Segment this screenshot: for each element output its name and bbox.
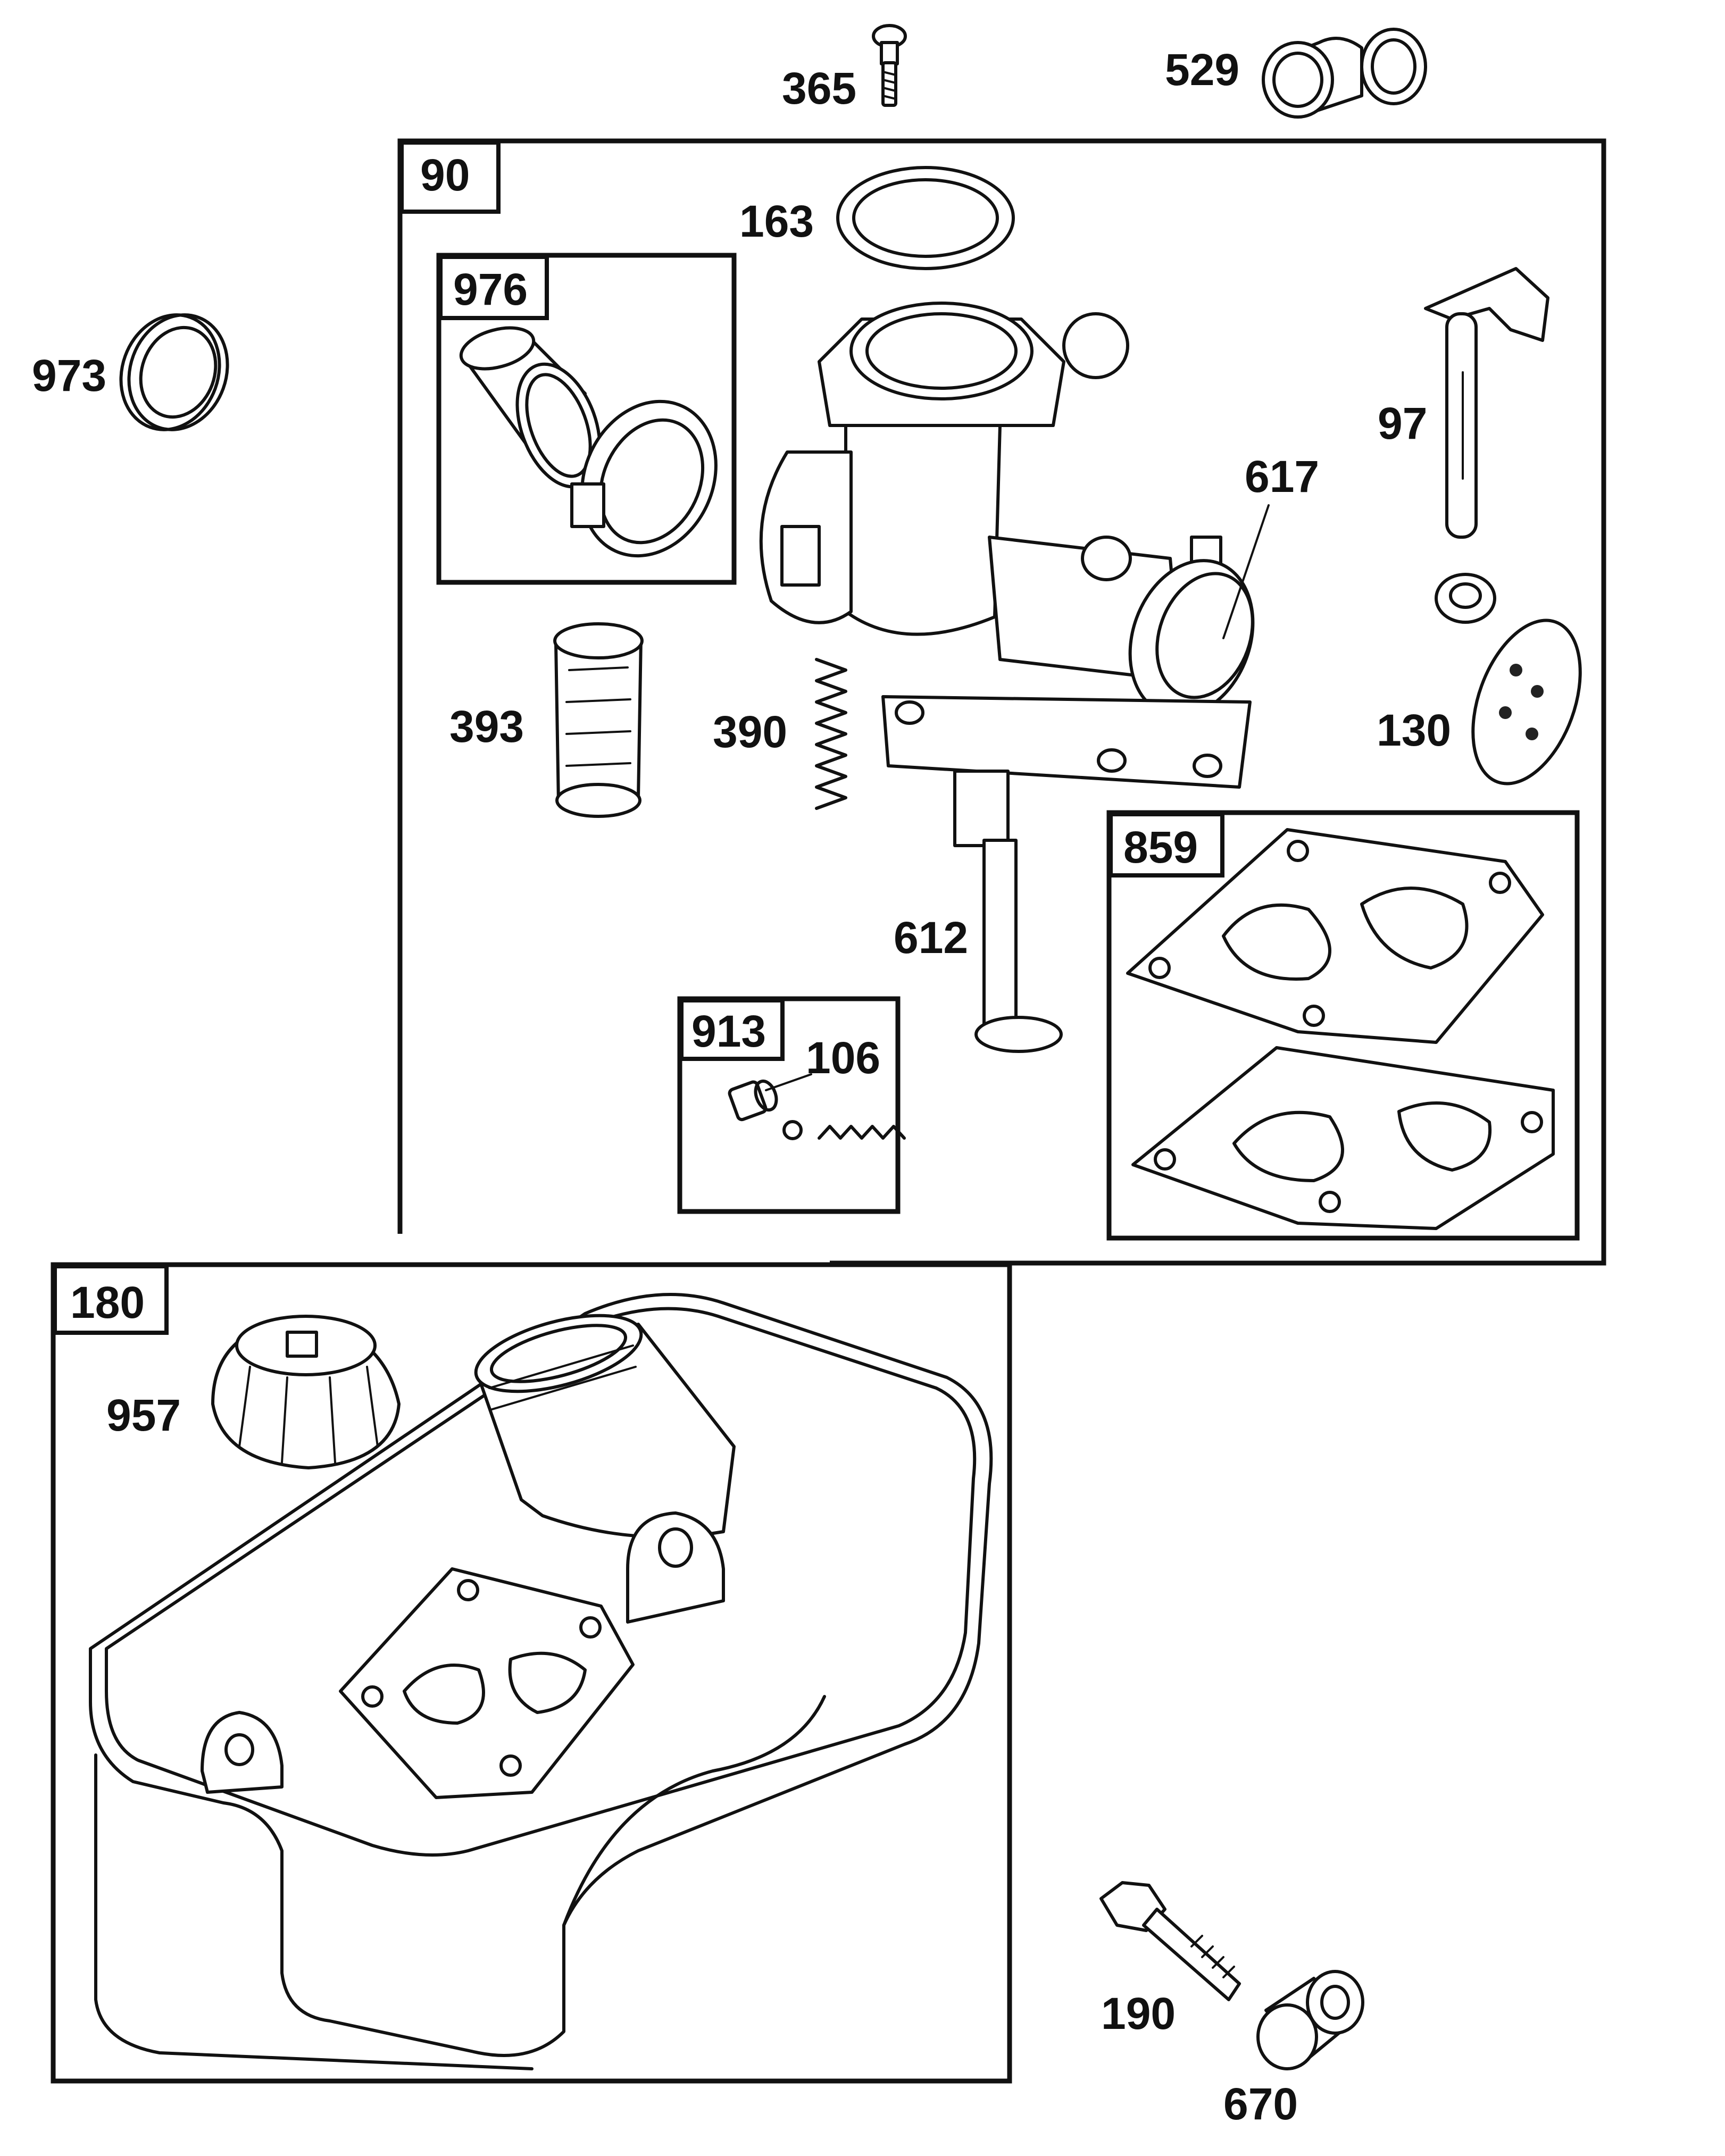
label-390: 390 [713, 707, 787, 757]
gasket-kit-frame: 859 [1106, 810, 1580, 1241]
tag-913: 913 [691, 1006, 766, 1056]
label-130: 130 [1377, 705, 1451, 755]
tag-976: 976 [453, 264, 528, 314]
throttle-shaft-97-icon [1424, 267, 1549, 539]
label-190: 190 [1101, 1988, 1176, 2038]
label-973: 973 [32, 350, 106, 400]
label-163: 163 [739, 196, 814, 246]
bolt-190-icon [1099, 1881, 1241, 2001]
fuel-tank-frame: 180 [51, 1262, 1012, 2084]
tag-90: 90 [420, 150, 470, 200]
gasket-lower-icon [1131, 1046, 1555, 1230]
leader-617 [1222, 504, 1270, 639]
spring-390-icon [815, 658, 847, 810]
carburetor-body-icon [759, 302, 1255, 1053]
label-957: 957 [106, 1390, 181, 1440]
tank-pump-plate-icon [339, 1567, 635, 1799]
tank-mount-lug-icon [201, 1511, 725, 1794]
intake-collar-icon [570, 399, 718, 558]
filter-393-icon [553, 622, 644, 818]
label-106: 106 [806, 1033, 880, 1083]
label-393: 393 [449, 701, 524, 751]
label-529: 529 [1165, 45, 1239, 95]
tag-180: 180 [70, 1277, 145, 1327]
carburetor-assembly-frame: 90 [397, 138, 1606, 1266]
screw-365-icon [872, 24, 907, 107]
gasket-upper-icon [1126, 828, 1544, 1044]
label-612: 612 [894, 913, 968, 963]
shaft-seal-icon [1435, 573, 1496, 624]
tag-859: 859 [1123, 822, 1198, 872]
needle-seat-kit-frame: 913 [677, 996, 901, 1214]
intake-kit-frame: 976 [436, 253, 737, 585]
fuel-cap-957-icon [211, 1315, 401, 1469]
label-670: 670 [1223, 2079, 1298, 2129]
label-617: 617 [1245, 452, 1319, 502]
intake-tube-icon [459, 326, 602, 489]
gasket-ring-163-icon [836, 166, 1015, 270]
leader-106 [765, 1073, 812, 1091]
elbow-529-icon [1262, 28, 1427, 119]
seal-973-icon [119, 313, 229, 431]
throttle-plate-130-icon [1471, 619, 1582, 785]
needle-seat-106-icon [728, 1079, 906, 1140]
label-365: 365 [782, 63, 856, 113]
spacer-670-icon [1256, 1970, 1364, 2070]
filler-neck-icon [474, 1314, 736, 1539]
label-97: 97 [1378, 398, 1427, 448]
